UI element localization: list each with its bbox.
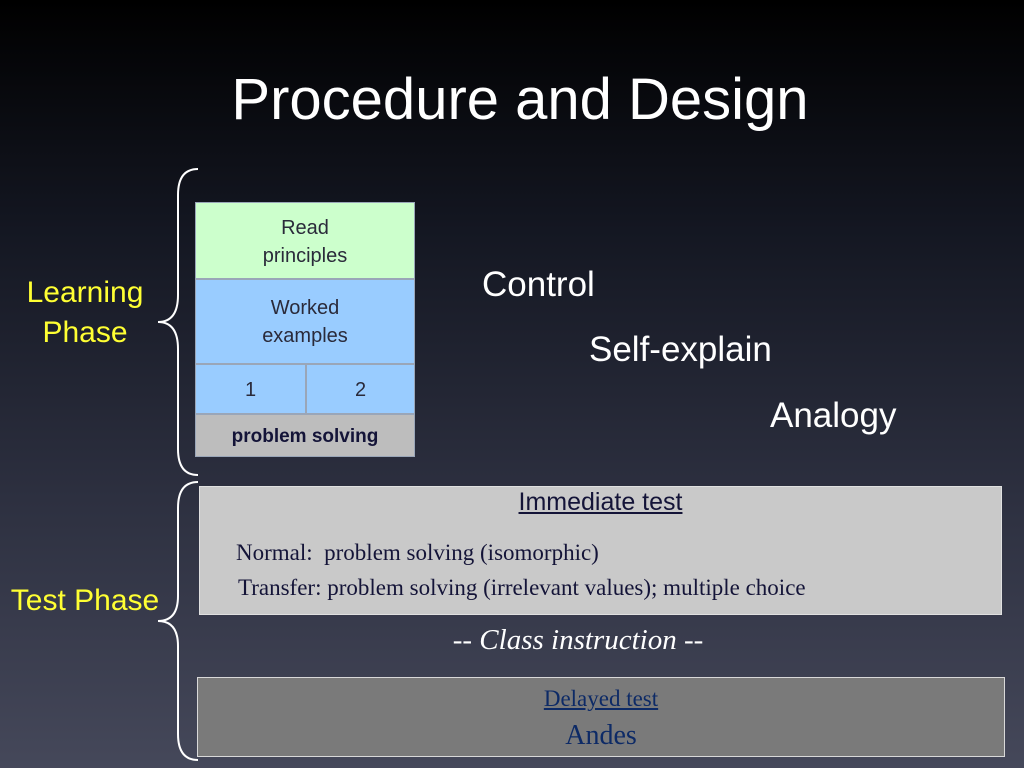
immediate-test-box: Immediate test Normal: problem solving (… [199, 486, 1002, 615]
delayed-test-box: Delayed test Andes [197, 677, 1005, 757]
learning-phase-brace [157, 168, 199, 476]
problem-solving-label: problem solving [231, 426, 379, 447]
class-instruction-label: -- Class instruction -- [452, 624, 704, 656]
delayed-test-title: Delayed test [543, 686, 659, 711]
immediate-test-title: Immediate test [518, 488, 683, 516]
read-principles-box: Read principles [195, 202, 415, 279]
group-2-box: 2 [306, 364, 415, 414]
problem-solving-box: problem solving [195, 414, 415, 457]
slide-title: Procedure and Design [231, 67, 809, 132]
group-1-label: 1 [244, 379, 257, 401]
group-1-box: 1 [195, 364, 306, 414]
transfer-test-line: Transfer: problem solving (irrelevant va… [238, 575, 806, 600]
test-phase-label: Test Phase [10, 584, 160, 617]
read-principles-label: Read principles [262, 217, 348, 267]
learning-phase-label: Learning Phase [26, 276, 144, 349]
condition-analogy: Analogy [770, 396, 897, 435]
worked-examples-label: Worked examples [262, 297, 348, 347]
group-2-label: 2 [354, 379, 367, 401]
test-phase-brace [157, 481, 199, 761]
delayed-test-subject: Andes [565, 720, 637, 751]
worked-examples-box: Worked examples [195, 279, 415, 364]
normal-test-line: Normal: problem solving (isomorphic) [236, 540, 599, 565]
condition-control: Control [482, 265, 595, 304]
condition-self-explain: Self-explain [589, 330, 772, 369]
